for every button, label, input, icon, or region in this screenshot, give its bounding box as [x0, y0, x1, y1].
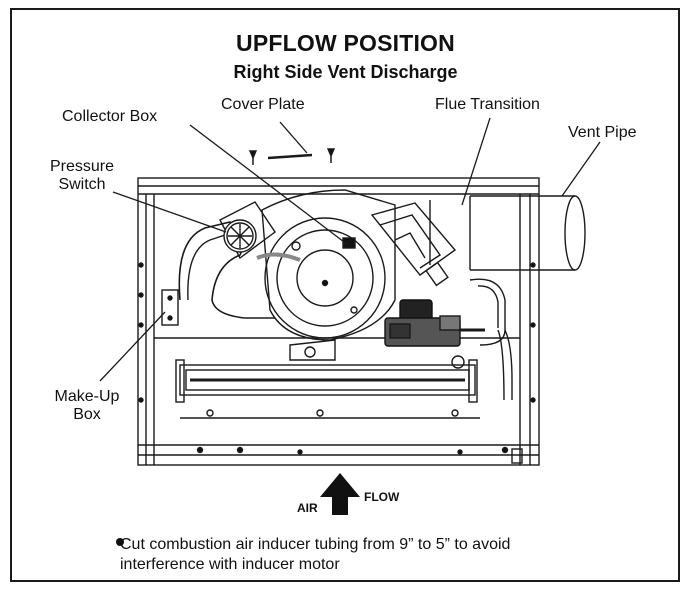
pressure-switch	[219, 201, 276, 260]
pressure-switch-label-line1: Pressure	[49, 158, 115, 175]
gas-valve	[384, 299, 485, 347]
make-up-box	[161, 289, 179, 326]
make-up-box-label-line1: Make-Up	[54, 388, 120, 405]
figure-subtitle: Right Side Vent Discharge	[233, 62, 458, 82]
airflow-label-flow: FLOW	[364, 490, 400, 504]
installation-note: Cut combustion air inducer tubing from 9…	[120, 535, 680, 575]
make-up-box-label-line2: Box	[73, 406, 101, 423]
note-line-1: Cut combustion air inducer tubing from 9…	[120, 536, 511, 553]
furnace-cabinet	[137, 177, 540, 466]
airflow-arrow	[320, 473, 360, 515]
vent-pipe-label: Vent Pipe	[568, 124, 637, 141]
pressure-switch-label-line2: Switch	[58, 176, 106, 193]
cover-plate	[248, 148, 336, 165]
burner-assembly	[175, 355, 480, 419]
figure-frame	[10, 8, 680, 582]
cover-plate-label: Cover Plate	[221, 96, 305, 113]
inducer-assembly	[256, 189, 396, 361]
make-up-box-label: Make-Up Box	[47, 388, 127, 424]
pressure-switch-label: Pressure Switch	[42, 158, 122, 194]
figure-title: UPFLOW POSITION	[236, 30, 455, 56]
note-bullet	[116, 538, 124, 546]
note-line-2: interference with inducer motor	[120, 556, 340, 573]
collector-box-label: Collector Box	[62, 108, 158, 125]
vent-pipe	[429, 195, 586, 271]
airflow-label-air: AIR	[297, 501, 318, 515]
flue-transition-label: Flue Transition	[435, 96, 540, 113]
